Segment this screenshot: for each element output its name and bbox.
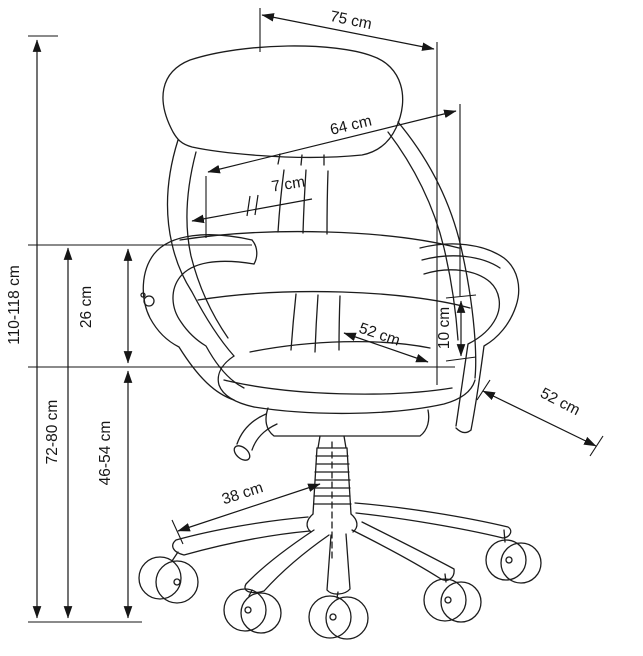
caster-left [138, 551, 199, 604]
dimension-overall-height: 110-118 cm [6, 39, 42, 619]
dimension-label: 7 cm [270, 174, 306, 196]
dimension-line [261, 13, 435, 51]
caster-front-left [223, 588, 282, 634]
backrest-left-contour [186, 151, 229, 339]
dimension-tick [246, 194, 259, 217]
right-armrest-pad-seam [421, 255, 501, 269]
tilt-lever-knob [233, 445, 251, 461]
dimension-armrest-gap: 7 cm [191, 174, 313, 224]
dimension-seat-width: 52 cm [343, 320, 429, 363]
caster-wheel [325, 596, 369, 640]
caster-hub [329, 613, 337, 621]
backrest-stitch [277, 169, 285, 233]
caster-wheel [155, 560, 199, 604]
caster-wheel [423, 578, 467, 622]
dimension-seat-height: 46-54 cm [97, 370, 133, 619]
backrest-left-edge [166, 139, 235, 357]
caster-wheel [500, 542, 542, 584]
seat-top-crease [249, 340, 431, 353]
dimension-label: 64 cm [328, 112, 373, 138]
caster-wheel [485, 539, 527, 581]
backrest [166, 121, 477, 379]
dimension-line [482, 390, 597, 447]
left-armrest-outer [142, 234, 253, 401]
dimension-leader [191, 198, 313, 224]
casters [138, 529, 542, 640]
seat-mechanism [233, 407, 430, 461]
dimension-label: 52 cm [537, 385, 582, 419]
caster-stem [248, 589, 253, 597]
caster-hub [505, 556, 513, 564]
dimension-label: 46-54 cm [97, 421, 114, 486]
dimension-label: 10 cm [436, 307, 453, 349]
pad-height-top-tick [445, 294, 477, 299]
mechanism-box [265, 407, 430, 437]
caster-front-right [423, 573, 482, 623]
dimension-line [343, 332, 429, 363]
leg-back-right [354, 502, 512, 539]
dimension-armrest-pad-height: 10 cm [436, 300, 466, 357]
dimension-line [207, 109, 457, 174]
dimension-top-width: 75 cm [261, 8, 435, 51]
leg-front-right [351, 521, 455, 581]
left-armrest-pad-end [251, 239, 258, 265]
backrest-lumbar-seam [197, 290, 471, 309]
backrest-stitch [338, 295, 341, 351]
right-armrest-outer [419, 243, 520, 431]
backrest-stitch [314, 294, 319, 353]
caster-hub [173, 578, 181, 586]
caster-stem [444, 573, 447, 583]
caster-wheel [240, 592, 282, 634]
extension-lines [28, 8, 604, 623]
left-armrest-knob [143, 295, 155, 307]
backrest-stitch [290, 293, 297, 351]
tilt-lever-edge [251, 423, 278, 451]
headrest-stitch [300, 154, 303, 166]
caster-wheel [308, 595, 352, 639]
left-armrest-knob-dot [140, 292, 146, 298]
dimension-armrest-above-seat: 26 cm [78, 248, 133, 364]
caster-wheel [440, 581, 482, 623]
dimension-line [177, 483, 321, 532]
right-armrest-support-base [455, 427, 472, 434]
pad-height-bottom-tick [445, 356, 477, 362]
seat-front-seam [223, 379, 453, 395]
headrest-outline [162, 45, 404, 159]
caster-right [485, 529, 542, 584]
dimension-seat-depth: 52 cm [482, 385, 597, 447]
dimension-base-leg: 38 cm [177, 479, 321, 532]
caster-wheel [223, 588, 267, 632]
base-leg-left-tick [171, 519, 184, 545]
caster-hub [444, 596, 452, 604]
backrest-stitch [326, 170, 329, 235]
office-chair-drawing [138, 45, 542, 640]
dimension-backrest-height: 72-80 cm [44, 247, 73, 619]
seat-front-edge [253, 379, 476, 415]
left-armrest-inner [172, 260, 255, 389]
leg-front-left [244, 529, 330, 594]
left-armrest [140, 234, 258, 401]
caster-front-center [308, 591, 369, 640]
headrest-stitch [277, 153, 281, 165]
headrest [162, 45, 404, 166]
dimension-label: 26 cm [78, 286, 95, 328]
caster-stem [171, 551, 179, 562]
tilt-lever-edge [236, 413, 267, 445]
base-legs [172, 502, 512, 595]
seat-front-left [217, 355, 255, 408]
leg-back-left [172, 516, 311, 556]
right-armrest [419, 243, 520, 434]
dimension-label: 72-80 cm [44, 400, 61, 465]
leg-front-center [326, 533, 351, 595]
seat-depth-right-tick [589, 435, 604, 457]
right-armrest-inner [423, 269, 501, 427]
seat-depth-left-tick [476, 379, 491, 401]
dimension-backrest-width: 64 cm [207, 109, 457, 174]
dimension-label: 110-118 cm [6, 265, 23, 345]
caster-hub [244, 606, 252, 614]
caster-wheel [138, 556, 182, 600]
